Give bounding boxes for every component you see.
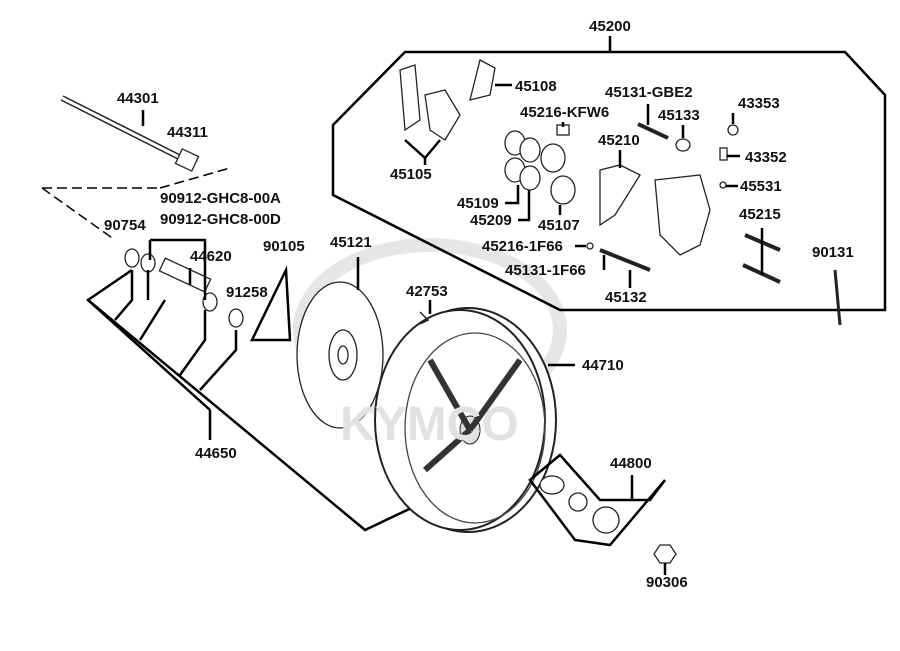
label-44800: 44800 bbox=[610, 455, 652, 472]
label-43353: 43353 bbox=[738, 95, 780, 112]
label-45531: 45531 bbox=[740, 178, 782, 195]
label-43352: 43352 bbox=[745, 149, 787, 166]
label-45105: 45105 bbox=[390, 166, 432, 183]
label-45210: 45210 bbox=[598, 132, 640, 149]
label-45215: 45215 bbox=[739, 206, 781, 223]
label-45209: 45209 bbox=[470, 212, 512, 229]
kymco-watermark: KYMCO bbox=[340, 398, 519, 451]
caliper-assembly-frame bbox=[331, 50, 887, 312]
label-90306: 90306 bbox=[646, 574, 688, 591]
caliper-body bbox=[654, 174, 711, 256]
wheel-tire bbox=[374, 307, 557, 533]
bearing-90754 bbox=[124, 248, 140, 268]
label-90131: 90131 bbox=[812, 244, 854, 261]
label-45216-1f66: 45216-1F66 bbox=[482, 238, 563, 255]
label-44710: 44710 bbox=[582, 357, 624, 374]
label-90912-ghc8-00a: 90912-GHC8-00A bbox=[160, 190, 281, 207]
label-45109: 45109 bbox=[457, 195, 499, 212]
axle-part bbox=[60, 95, 200, 172]
label-90912-ghc8-00d: 90912-GHC8-00D bbox=[160, 211, 281, 228]
label-45108: 45108 bbox=[515, 78, 557, 95]
label-45107: 45107 bbox=[538, 217, 580, 234]
label-45200: 45200 bbox=[589, 18, 631, 35]
label-90754: 90754 bbox=[104, 217, 146, 234]
caliper-bracket bbox=[599, 164, 641, 227]
label-44620: 44620 bbox=[190, 248, 232, 265]
label-44650: 44650 bbox=[195, 445, 237, 462]
label-91258: 91258 bbox=[226, 284, 268, 301]
label-45132: 45132 bbox=[605, 289, 647, 306]
label-45121: 45121 bbox=[330, 234, 372, 251]
label-44311: 44311 bbox=[167, 124, 208, 141]
brake-pads bbox=[399, 64, 461, 141]
piston-seals bbox=[504, 130, 576, 205]
label-42753: 42753 bbox=[406, 283, 448, 300]
label-45133: 45133 bbox=[658, 107, 700, 124]
label-45131-1f66: 45131-1F66 bbox=[505, 262, 586, 279]
label-45131-gbe2: 45131-GBE2 bbox=[605, 84, 693, 101]
label-45216-kfw6: 45216-KFW6 bbox=[520, 104, 609, 121]
brake-disc bbox=[296, 281, 384, 429]
speedometer-gear-frame bbox=[528, 453, 666, 547]
label-90105: 90105 bbox=[263, 238, 305, 255]
label-44301: 44301 bbox=[117, 90, 159, 107]
